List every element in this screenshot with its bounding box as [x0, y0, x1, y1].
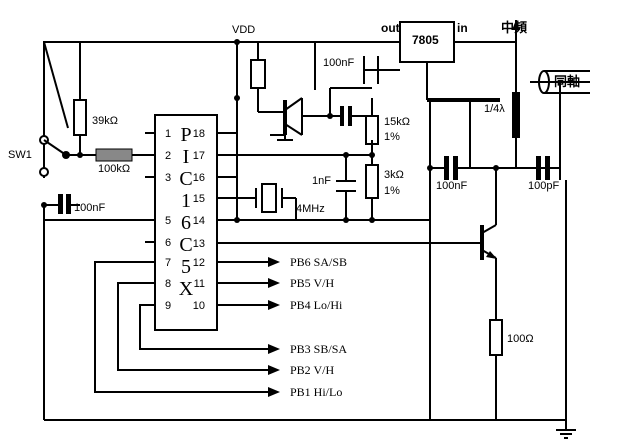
capacitor-100pf-label: 100pF [528, 180, 559, 192]
sw1-switch [39, 135, 70, 177]
resistor-39k-label: 39kΩ [92, 115, 118, 127]
pin-1: 1 [165, 128, 171, 140]
coax-label: 同軸 [554, 74, 580, 90]
capacitor-1nf-label: 1nF [312, 175, 331, 187]
chip-char-5: 6 [181, 212, 191, 234]
pin-18: 18 [193, 128, 205, 140]
capacitor-100pf [536, 156, 550, 180]
crystal-4mhz [237, 183, 297, 220]
resistor-3k-label: 3kΩ [384, 169, 404, 181]
resistor-100 [489, 319, 503, 356]
pin-17: 17 [193, 150, 205, 162]
capacitor-1nf [336, 180, 356, 192]
resistor-100k [95, 148, 133, 162]
capacitor-100nf-right [444, 156, 458, 180]
pin-2: 2 [165, 150, 171, 162]
pin-5: 5 [165, 215, 171, 227]
capacitor-100nf-right-label: 100nF [436, 180, 467, 192]
resistor-15k-tolerance: 1% [384, 131, 400, 143]
output-pb6: PB6 SA/SB [290, 255, 347, 269]
sw1-label: SW1 [8, 149, 32, 161]
chip-char-6: C [179, 234, 192, 256]
junction-dots [41, 39, 499, 223]
chip-char-4: 1 [181, 190, 191, 212]
regulator-in-label: in [457, 21, 468, 35]
pin-12: 12 [193, 257, 205, 269]
top-wiring [43, 41, 590, 439]
resistor-100-label: 100Ω [507, 333, 534, 345]
chip-left-pins [145, 132, 155, 306]
resistor-15k-label: 15kΩ [384, 116, 410, 128]
regulator-label: 7805 [412, 33, 439, 47]
antenna-label: 1/4λ [484, 103, 505, 115]
pin-11: 11 [194, 278, 205, 290]
chip-right-pins [217, 132, 268, 306]
output-pb1: PB1 Hi/Lo [290, 385, 342, 399]
capacitor-100nf-top-label: 100nF [323, 57, 354, 69]
chip-char-2: I [183, 146, 190, 168]
transistor-q2 [480, 224, 497, 260]
output-pb4: PB4 Lo/Hi [290, 298, 343, 312]
regulator-out-label: out [381, 21, 400, 35]
resistor-3k-tolerance: 1% [384, 185, 400, 197]
pin-6: 6 [165, 237, 171, 249]
resistor-39k [73, 99, 87, 136]
pin-9: 9 [165, 300, 171, 312]
resistor-15k [365, 115, 379, 145]
capacitor-osc [340, 106, 344, 126]
pin-10: 10 [193, 300, 205, 312]
coax-connector [538, 70, 590, 94]
capacitor-100nf-left [58, 194, 63, 214]
capacitor-100nf-left-label: 100nF [74, 202, 105, 214]
pin-16: 16 [193, 172, 205, 184]
antenna-element [512, 20, 520, 138]
transistor-q1 [277, 97, 303, 141]
vdd-label: VDD [232, 24, 255, 36]
pin-3: 3 [165, 172, 171, 184]
output-pb2: PB2 V/H [290, 363, 334, 377]
resistor-top [250, 59, 266, 89]
chip-char-1: P [180, 124, 191, 146]
pin-7: 7 [165, 257, 171, 269]
chip-char-3: C [179, 168, 192, 190]
resistor-3k [365, 164, 379, 199]
pin-14: 14 [193, 215, 205, 227]
chip-char-8: X [179, 278, 194, 300]
pin-13: 13 [193, 238, 205, 250]
pin-15: 15 [193, 193, 205, 205]
mid-freq-label: 中頻 [501, 20, 527, 36]
output-pb3: PB3 SB/SA [290, 342, 347, 356]
chip-char-7: 5 [181, 256, 191, 278]
output-arrows [94, 257, 280, 397]
output-pb5: PB5 V/H [290, 276, 334, 290]
pic16c5x-chip [154, 114, 218, 331]
pin-8: 8 [165, 278, 171, 290]
crystal-label: 4MHz [296, 203, 325, 215]
resistor-100k-label: 100kΩ [98, 163, 130, 175]
